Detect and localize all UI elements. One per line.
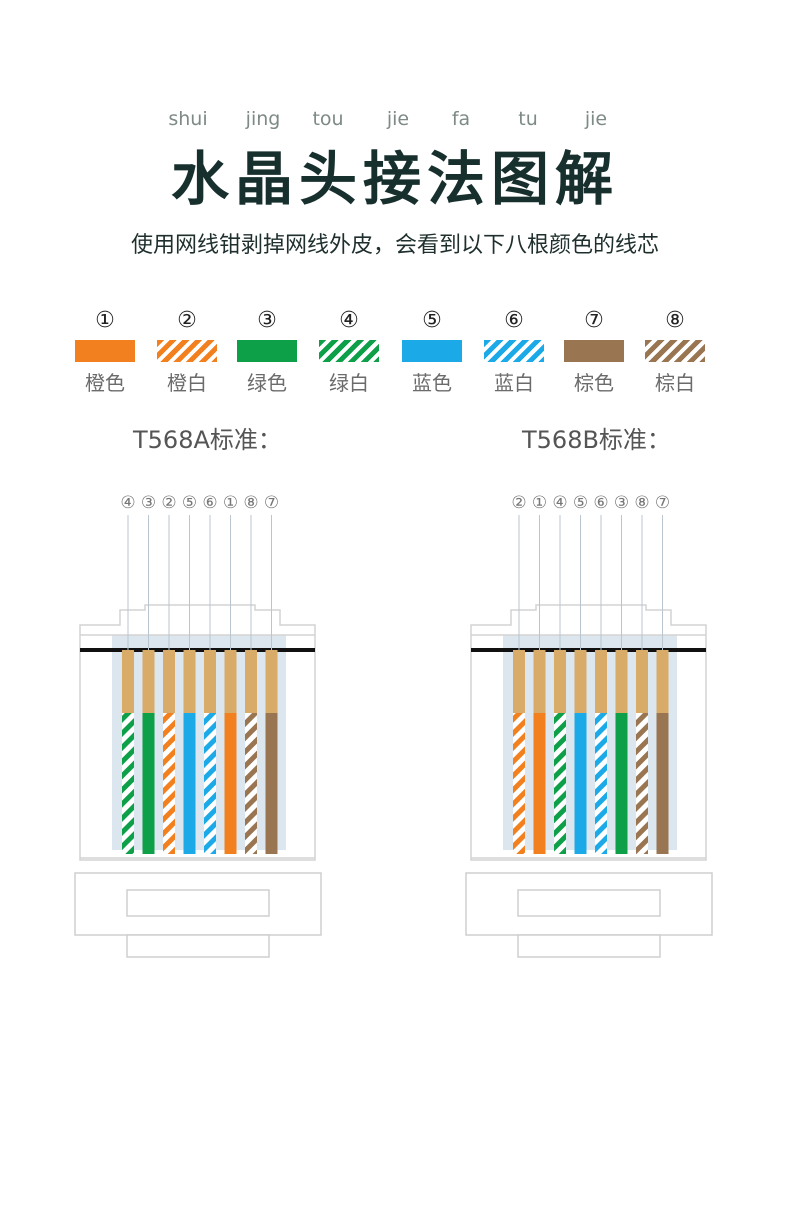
wire-copper-tip bbox=[122, 650, 134, 715]
legend-number: ③ bbox=[257, 308, 277, 333]
wire-insulation bbox=[636, 713, 648, 854]
wire-copper-tip bbox=[595, 650, 607, 715]
connector-inner bbox=[112, 635, 286, 850]
wire-insulation bbox=[224, 713, 237, 854]
pin-order-label: ④ bbox=[120, 493, 135, 513]
wire-insulation bbox=[265, 713, 278, 854]
pin-order-label: ⑤ bbox=[182, 493, 197, 513]
wire-insulation bbox=[142, 713, 155, 854]
legend-label: 棕白 bbox=[655, 371, 695, 395]
page-subtitle: 使用网线钳剥掉网线外皮，会看到以下八根颜色的线芯 bbox=[130, 233, 659, 258]
legend-label: 棕色 bbox=[574, 371, 614, 395]
pinyin-1: shui bbox=[168, 108, 208, 130]
pinyin-2: jing bbox=[245, 108, 281, 130]
wire-insulation bbox=[615, 713, 628, 854]
legend-swatch bbox=[645, 340, 705, 362]
pinyin-4: jie bbox=[386, 108, 410, 130]
wire-copper-tip bbox=[554, 650, 566, 715]
legend-number: ① bbox=[95, 308, 115, 333]
wire-copper-tip bbox=[204, 650, 216, 715]
wire-insulation bbox=[122, 713, 134, 854]
legend-swatch bbox=[237, 340, 297, 362]
wire-insulation bbox=[513, 713, 525, 854]
legend-label: 蓝色 bbox=[412, 371, 452, 395]
legend-swatch bbox=[75, 340, 135, 362]
pinyin-3: tou bbox=[312, 108, 344, 130]
wire-copper-tip bbox=[615, 650, 628, 715]
legend-label: 橙白 bbox=[167, 371, 207, 395]
pin-order-label: ① bbox=[223, 493, 238, 513]
legend-swatch bbox=[319, 340, 379, 362]
pin-order-label: ⑧ bbox=[243, 493, 258, 513]
pin-order-label: ⑦ bbox=[655, 493, 670, 513]
wire-insulation bbox=[533, 713, 546, 854]
legend-number: ⑤ bbox=[422, 308, 442, 333]
wire-insulation bbox=[245, 713, 257, 854]
wire-copper-tip bbox=[142, 650, 155, 715]
pin-order-label: ③ bbox=[141, 493, 156, 513]
page-title: 水晶头接法图解 bbox=[170, 145, 619, 213]
legend-label: 橙色 bbox=[85, 371, 125, 395]
wire-insulation bbox=[204, 713, 216, 854]
wire-copper-tip bbox=[224, 650, 237, 715]
connector-tail bbox=[126, 934, 270, 958]
wire-copper-tip bbox=[183, 650, 196, 715]
wire-copper-tip bbox=[265, 650, 278, 715]
t568a-title: T568A标准： bbox=[133, 426, 282, 454]
t568b-title: T568B标准： bbox=[522, 426, 671, 454]
legend-label: 绿白 bbox=[329, 371, 369, 395]
boot-window bbox=[517, 889, 661, 917]
pin-order-label: ⑧ bbox=[634, 493, 649, 513]
boot-window bbox=[126, 889, 270, 917]
contact-line bbox=[80, 648, 315, 652]
wire-insulation bbox=[656, 713, 669, 854]
wire-insulation bbox=[554, 713, 566, 854]
pin-order-label: ③ bbox=[614, 493, 629, 513]
contact-line bbox=[471, 648, 706, 652]
legend-number: ⑧ bbox=[665, 308, 685, 333]
wire-insulation bbox=[595, 713, 607, 854]
legend-label: 绿色 bbox=[247, 371, 287, 395]
pin-order-label: ① bbox=[532, 493, 547, 513]
wire-copper-tip bbox=[513, 650, 525, 715]
pin-order-label: ② bbox=[161, 493, 176, 513]
legend-number: ② bbox=[177, 308, 197, 333]
legend-swatch bbox=[402, 340, 462, 362]
connector-tail bbox=[517, 934, 661, 958]
legend-number: ④ bbox=[339, 308, 359, 333]
legend-number: ⑥ bbox=[504, 308, 524, 333]
pin-order-label: ② bbox=[511, 493, 526, 513]
wire-copper-tip bbox=[245, 650, 257, 715]
connector-inner bbox=[503, 635, 677, 850]
pin-order-label: ⑥ bbox=[202, 493, 217, 513]
pinyin-6: tu bbox=[518, 108, 538, 130]
wire-copper-tip bbox=[636, 650, 648, 715]
pin-order-label: ⑥ bbox=[593, 493, 608, 513]
pinyin-7: jie bbox=[584, 108, 608, 130]
pin-order-label: ⑤ bbox=[573, 493, 588, 513]
pin-order-label: ④ bbox=[552, 493, 567, 513]
wire-insulation bbox=[183, 713, 196, 854]
wire-copper-tip bbox=[163, 650, 175, 715]
legend-swatch bbox=[564, 340, 624, 362]
wire-insulation bbox=[163, 713, 175, 854]
wire-copper-tip bbox=[656, 650, 669, 715]
wire-copper-tip bbox=[533, 650, 546, 715]
wire-copper-tip bbox=[574, 650, 587, 715]
pinyin-5: fa bbox=[451, 108, 471, 130]
wire-insulation bbox=[574, 713, 587, 854]
legend-number: ⑦ bbox=[584, 308, 604, 333]
legend-label: 蓝白 bbox=[494, 371, 534, 395]
legend-swatch bbox=[484, 340, 544, 362]
pin-order-label: ⑦ bbox=[264, 493, 279, 513]
legend-swatch bbox=[157, 340, 217, 362]
